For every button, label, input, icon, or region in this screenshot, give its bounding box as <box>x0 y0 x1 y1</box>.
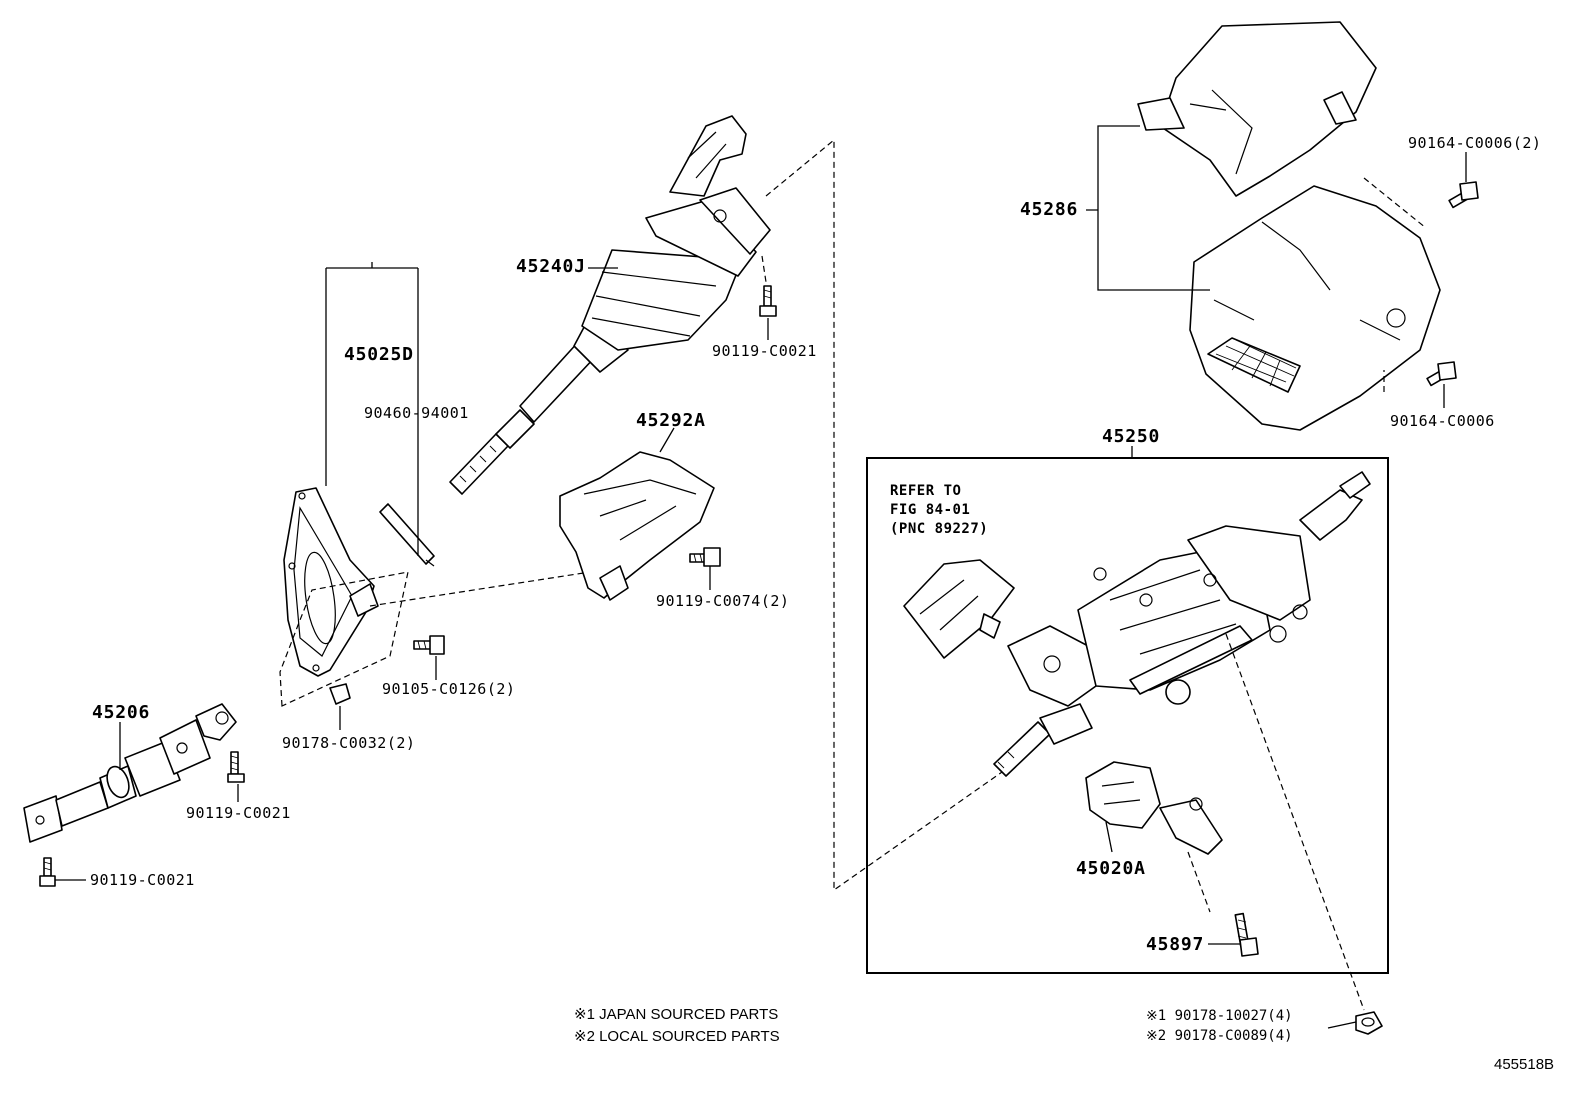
label-45020A: 45020A <box>1076 858 1146 879</box>
bolt-90164-c0006-2-drawing <box>1448 181 1479 209</box>
bolt-90119-c0021-b-drawing <box>227 751 245 783</box>
footnote-local: ※2 LOCAL SOURCED PARTS <box>574 1027 780 1045</box>
bolt-90119-c0074-drawing <box>689 547 721 567</box>
diagram-id: 455518B <box>1494 1056 1555 1073</box>
strip-90460-94001-drawing <box>379 503 435 567</box>
steering-column-assembly-drawing <box>993 471 1371 777</box>
label-90164-c0006: 90164-C0006 <box>1390 412 1495 430</box>
refer-note: REFER TO FIG 84-01 (PNC 89227) <box>890 482 988 539</box>
refer-note-line2: FIG 84-01 <box>890 501 971 518</box>
column-cover-45286-drawing <box>1137 21 1441 431</box>
bracket-45292A-drawing <box>559 451 715 601</box>
refer-note-line1: REFER TO <box>890 483 962 499</box>
bracket-45020A-drawing <box>1085 761 1223 855</box>
intermediate-shaft-45240J-drawing <box>449 115 771 495</box>
bolt-90164-c0006-drawing <box>1426 361 1457 387</box>
label-45025D: 45025D <box>344 344 414 365</box>
nut-callout-japan: ※1 90178-10027(4) <box>1146 1008 1293 1024</box>
nut-90178-c0032-drawing <box>329 683 351 705</box>
label-90119-c0021-a: 90119-C0021 <box>712 342 817 360</box>
bolt-90105-c0126-drawing <box>413 635 445 655</box>
label-45897: 45897 <box>1146 934 1205 955</box>
bolt-45897-drawing <box>1234 912 1259 957</box>
label-45250: 45250 <box>1102 426 1161 447</box>
nut-90178-bottom-drawing <box>1355 1011 1383 1035</box>
lock-bracket-fig84-drawing <box>903 559 1015 659</box>
bolt-90119-c0021-a-drawing <box>759 285 777 317</box>
label-90119-c0021-c: 90119-C0021 <box>90 871 195 889</box>
grommet-45025D-drawing <box>283 487 379 677</box>
column-assembly-box <box>866 457 1389 974</box>
label-45206: 45206 <box>92 702 151 723</box>
nut-callout: ※1 90178-10027(4) ※2 90178-C0089(4) <box>1146 1006 1293 1047</box>
footnote-japan: ※1 JAPAN SOURCED PARTS <box>574 1006 779 1023</box>
label-90119-c0074: 90119-C0074(2) <box>656 592 790 610</box>
label-90460-94001: 90460-94001 <box>364 404 469 422</box>
label-90105-c0126: 90105-C0126(2) <box>382 680 516 698</box>
footnote-block: ※1 JAPAN SOURCED PARTS ※2 LOCAL SOURCED … <box>574 1004 780 1048</box>
label-90164-c0006-2: 90164-C0006(2) <box>1408 134 1542 152</box>
label-45240J: 45240J <box>516 256 586 277</box>
refer-note-line3: (PNC 89227) <box>890 520 989 537</box>
lower-shaft-45206-drawing <box>23 703 237 843</box>
leader-lines <box>55 125 1467 1029</box>
label-45286: 45286 <box>1020 199 1079 220</box>
label-45292A: 45292A <box>636 410 706 431</box>
label-90119-c0021-b: 90119-C0021 <box>186 804 291 822</box>
bolt-90119-c0021-c-drawing <box>39 857 56 887</box>
nut-callout-local: ※2 90178-C0089(4) <box>1146 1028 1293 1045</box>
label-90178-c0032: 90178-C0032(2) <box>282 734 416 752</box>
